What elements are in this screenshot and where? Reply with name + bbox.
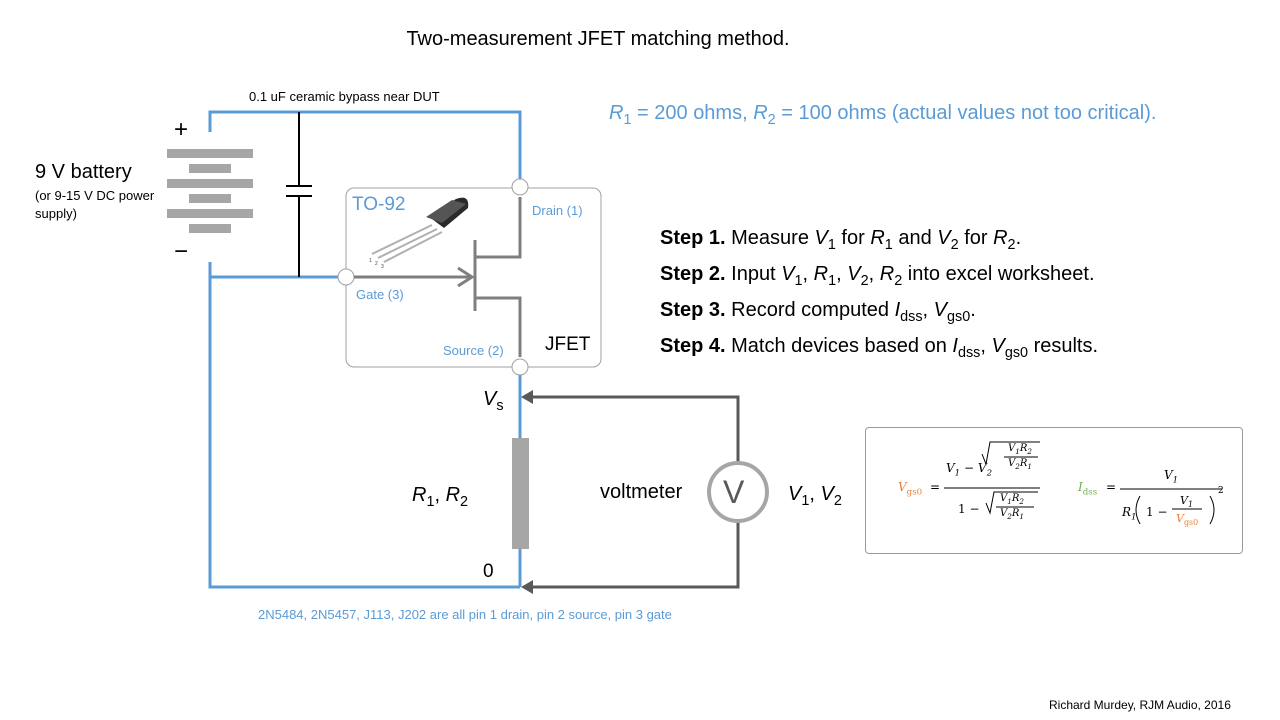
idss-inner-den: Vgs0 xyxy=(1176,512,1199,528)
idss-exponent: 2 xyxy=(1218,486,1224,496)
wire-network xyxy=(208,110,522,589)
battery-subtitle: (or 9-15 V DC power supply) xyxy=(35,188,155,221)
page-title: Two-measurement JFET matching method. xyxy=(406,28,790,50)
node-vs-label: Vs xyxy=(483,388,504,414)
resistor-icon xyxy=(512,438,529,549)
svg-text:1: 1 xyxy=(369,258,372,264)
idss-lhs: Idss xyxy=(1078,480,1098,498)
device-label: JFET xyxy=(545,334,591,355)
idss-numerator: V1 xyxy=(1164,468,1179,486)
lead-arrow-bottom xyxy=(521,580,533,594)
voltmeter-icon xyxy=(707,461,769,523)
voltmeter-leads xyxy=(530,395,740,589)
voltmeter-label: voltmeter xyxy=(600,481,683,503)
formula-graphics xyxy=(944,441,1222,525)
step-1: Step 1. Measure V1 for R1 and V2 for R2. xyxy=(660,227,1022,253)
pinout-note: 2N5484, 2N5457, J113, J202 are all pin 1… xyxy=(258,607,672,622)
formula-box: Vgs0 = V1 − V2 V1R2 V2R1 1 − V1R2 V2R1 I… xyxy=(865,427,1243,554)
resistor-values-note: R1 = 200 ohms, R2 = 100 ohms (actual val… xyxy=(609,102,1157,128)
step-4: Step 4. Match devices based on Idss, Vgs… xyxy=(660,335,1099,361)
jfet-symbol-icon xyxy=(354,197,522,357)
drain-label: Drain (1) xyxy=(532,203,583,218)
svg-text:2: 2 xyxy=(375,261,378,267)
bypass-label: 0.1 uF ceramic bypass near DUT xyxy=(249,89,440,104)
idss-inner-num: V1 xyxy=(1180,494,1193,510)
battery-title: 9 V battery xyxy=(35,161,132,183)
battery-minus: − xyxy=(174,238,189,265)
source-label: Source (2) xyxy=(443,343,504,358)
voltmeter-readings: V1, V2 xyxy=(788,483,842,509)
svg-text:3: 3 xyxy=(381,264,384,270)
to92-package-icon: 1 2 3 xyxy=(369,197,469,270)
idss-den-one-minus: 1 − xyxy=(1146,505,1168,519)
step-2: Step 2. Input V1, R1, V2, R2 into excel … xyxy=(660,263,1095,289)
vgs0-equals: = xyxy=(930,480,941,494)
vgs0-den-root-bottom: V2R1 xyxy=(1000,508,1024,521)
vgs0-den-root-top: V1R2 xyxy=(1000,493,1024,506)
idss-den-r1: R1 xyxy=(1122,505,1137,523)
idss-equals: = xyxy=(1106,480,1117,494)
vgs0-num-root-top: V1R2 xyxy=(1008,443,1032,456)
lead-arrow-top xyxy=(521,390,533,404)
vgs0-num-root-bottom: V2R1 xyxy=(1008,458,1032,471)
step-3: Step 3. Record computed Idss, Vgs0. xyxy=(660,299,976,325)
steps-list: Step 1. Measure V1 for R1 and V2 for R2.… xyxy=(660,224,1098,368)
gate-label: Gate (3) xyxy=(356,287,404,302)
package-name: TO-92 xyxy=(352,194,406,215)
battery-icon xyxy=(167,149,253,233)
battery-plus: + xyxy=(174,116,189,143)
resistor-label: R1, R2 xyxy=(412,484,469,510)
voltmeter-symbol: V xyxy=(723,474,745,510)
credit: Richard Murdey, RJM Audio, 2016 xyxy=(1049,698,1231,712)
ground-node-label: 0 xyxy=(483,561,494,582)
vgs0-numerator: V1 − V2 xyxy=(946,461,993,479)
vgs0-lhs: Vgs0 xyxy=(898,480,923,498)
capacitor-icon xyxy=(286,112,312,277)
vgs0-denominator: 1 − xyxy=(958,502,980,516)
